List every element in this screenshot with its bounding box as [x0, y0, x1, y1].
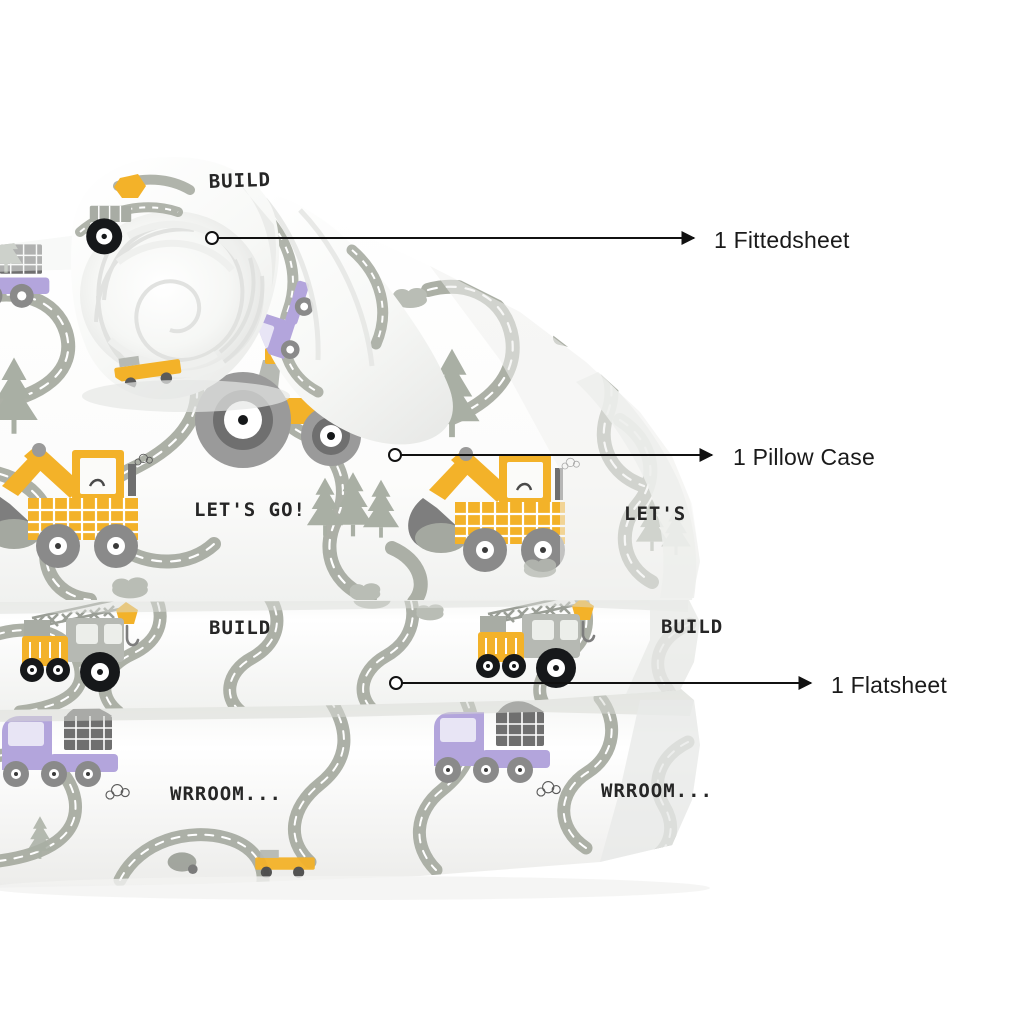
pattern-phrase: LET'S — [624, 503, 686, 525]
fabric-layer-middle — [0, 590, 700, 710]
pattern-phrase: LET'S GO! — [194, 499, 306, 521]
pattern-phrase: BUILD — [209, 617, 271, 639]
pattern-text-group: BUILD LET'S GO! LET'S BUILD BUILD WRROOM… — [170, 169, 723, 805]
fabric-layer-bottom — [0, 688, 700, 888]
pattern-crane-truck — [476, 592, 596, 688]
callout-label-flat-sheet: 1 Flatsheet — [831, 672, 947, 698]
pattern-phrase: BUILD — [208, 169, 271, 193]
pattern-dump-truck — [434, 701, 550, 783]
pattern-phrase: BUILD — [661, 616, 723, 638]
pattern-phrase: WRROOM... — [601, 780, 713, 802]
pattern-crane-truck — [20, 596, 140, 692]
callout-label-pillow-case: 1 Pillow Case — [733, 444, 875, 470]
callout-label-fitted-sheet: 1 Fittedsheet — [714, 227, 850, 253]
pattern-excavator — [408, 447, 580, 572]
pattern-phrase: WRROOM... — [170, 783, 282, 805]
rolled-fitted-sheet — [71, 156, 453, 445]
pattern-excavator — [0, 443, 153, 568]
